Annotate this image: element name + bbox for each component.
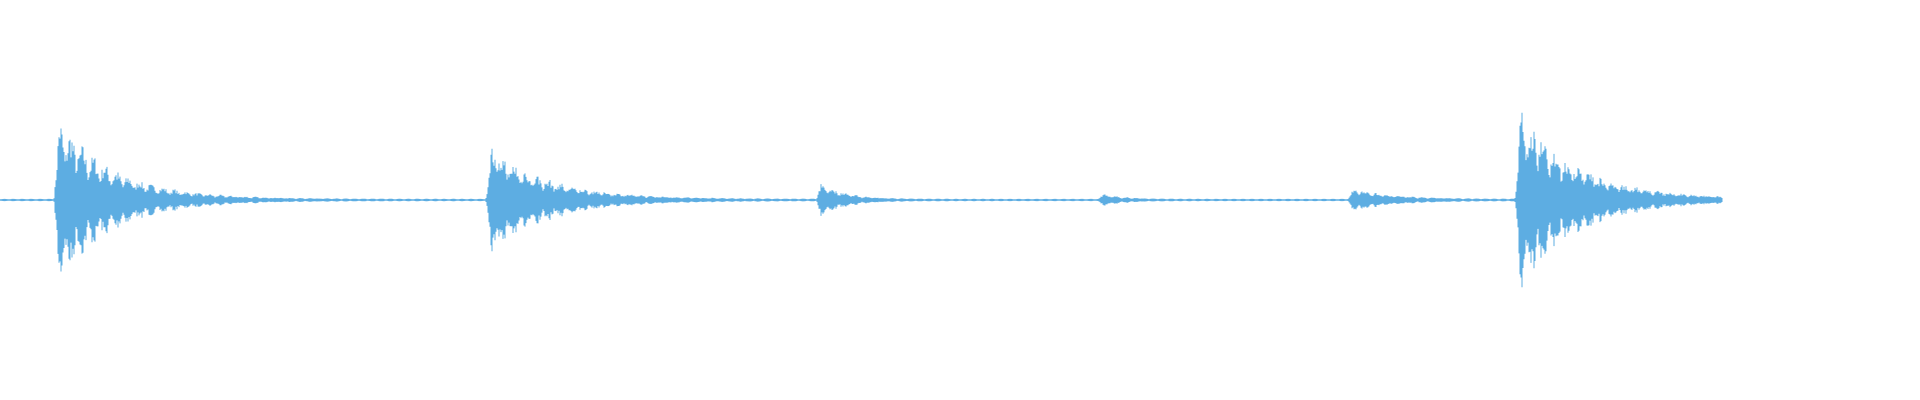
waveform-trace: [0, 112, 1723, 288]
